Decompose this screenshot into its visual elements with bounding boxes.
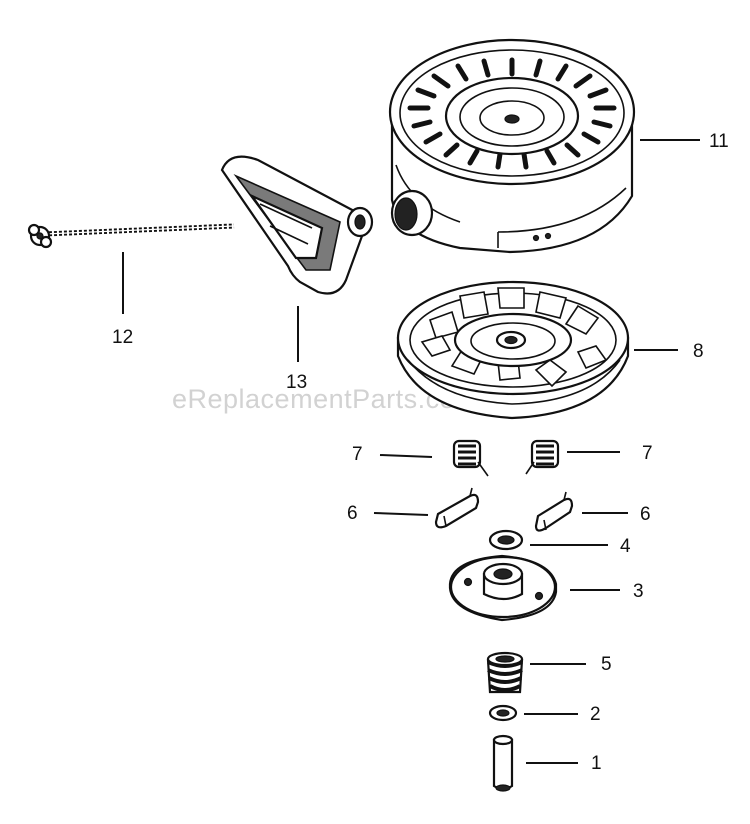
pulley-part-8 [396, 280, 630, 420]
spring-part-7-right [525, 439, 560, 475]
pin-part-1 [492, 734, 514, 792]
spring-part-5 [486, 651, 524, 694]
washer-part-2 [488, 704, 518, 722]
label-1: 1 [591, 753, 602, 774]
pawl-part-6-right [534, 491, 574, 532]
washer-part-4 [488, 529, 524, 551]
starter-housing-part-11 [388, 38, 636, 254]
label-11: 11 [709, 131, 729, 152]
label-13: 13 [286, 372, 307, 393]
starter-rope-part-12 [27, 223, 235, 249]
starter-handle-part-13 [220, 155, 374, 295]
label-12: 12 [112, 327, 133, 348]
leader-lines [122, 139, 700, 764]
label-7-left: 7 [352, 444, 363, 465]
part-labels: 11 8 7 7 6 6 4 3 5 2 1 12 13 [112, 131, 729, 774]
label-4: 4 [620, 536, 631, 557]
spring-part-7-left [452, 439, 489, 477]
label-6-right: 6 [640, 504, 651, 525]
label-8: 8 [693, 341, 704, 362]
label-7-right: 7 [642, 443, 653, 464]
pawl-part-6-left [434, 487, 480, 529]
retainer-plate-part-3 [448, 554, 558, 622]
label-6-left: 6 [347, 503, 358, 524]
label-5: 5 [601, 654, 612, 675]
label-2: 2 [590, 704, 601, 725]
label-3: 3 [633, 581, 644, 602]
